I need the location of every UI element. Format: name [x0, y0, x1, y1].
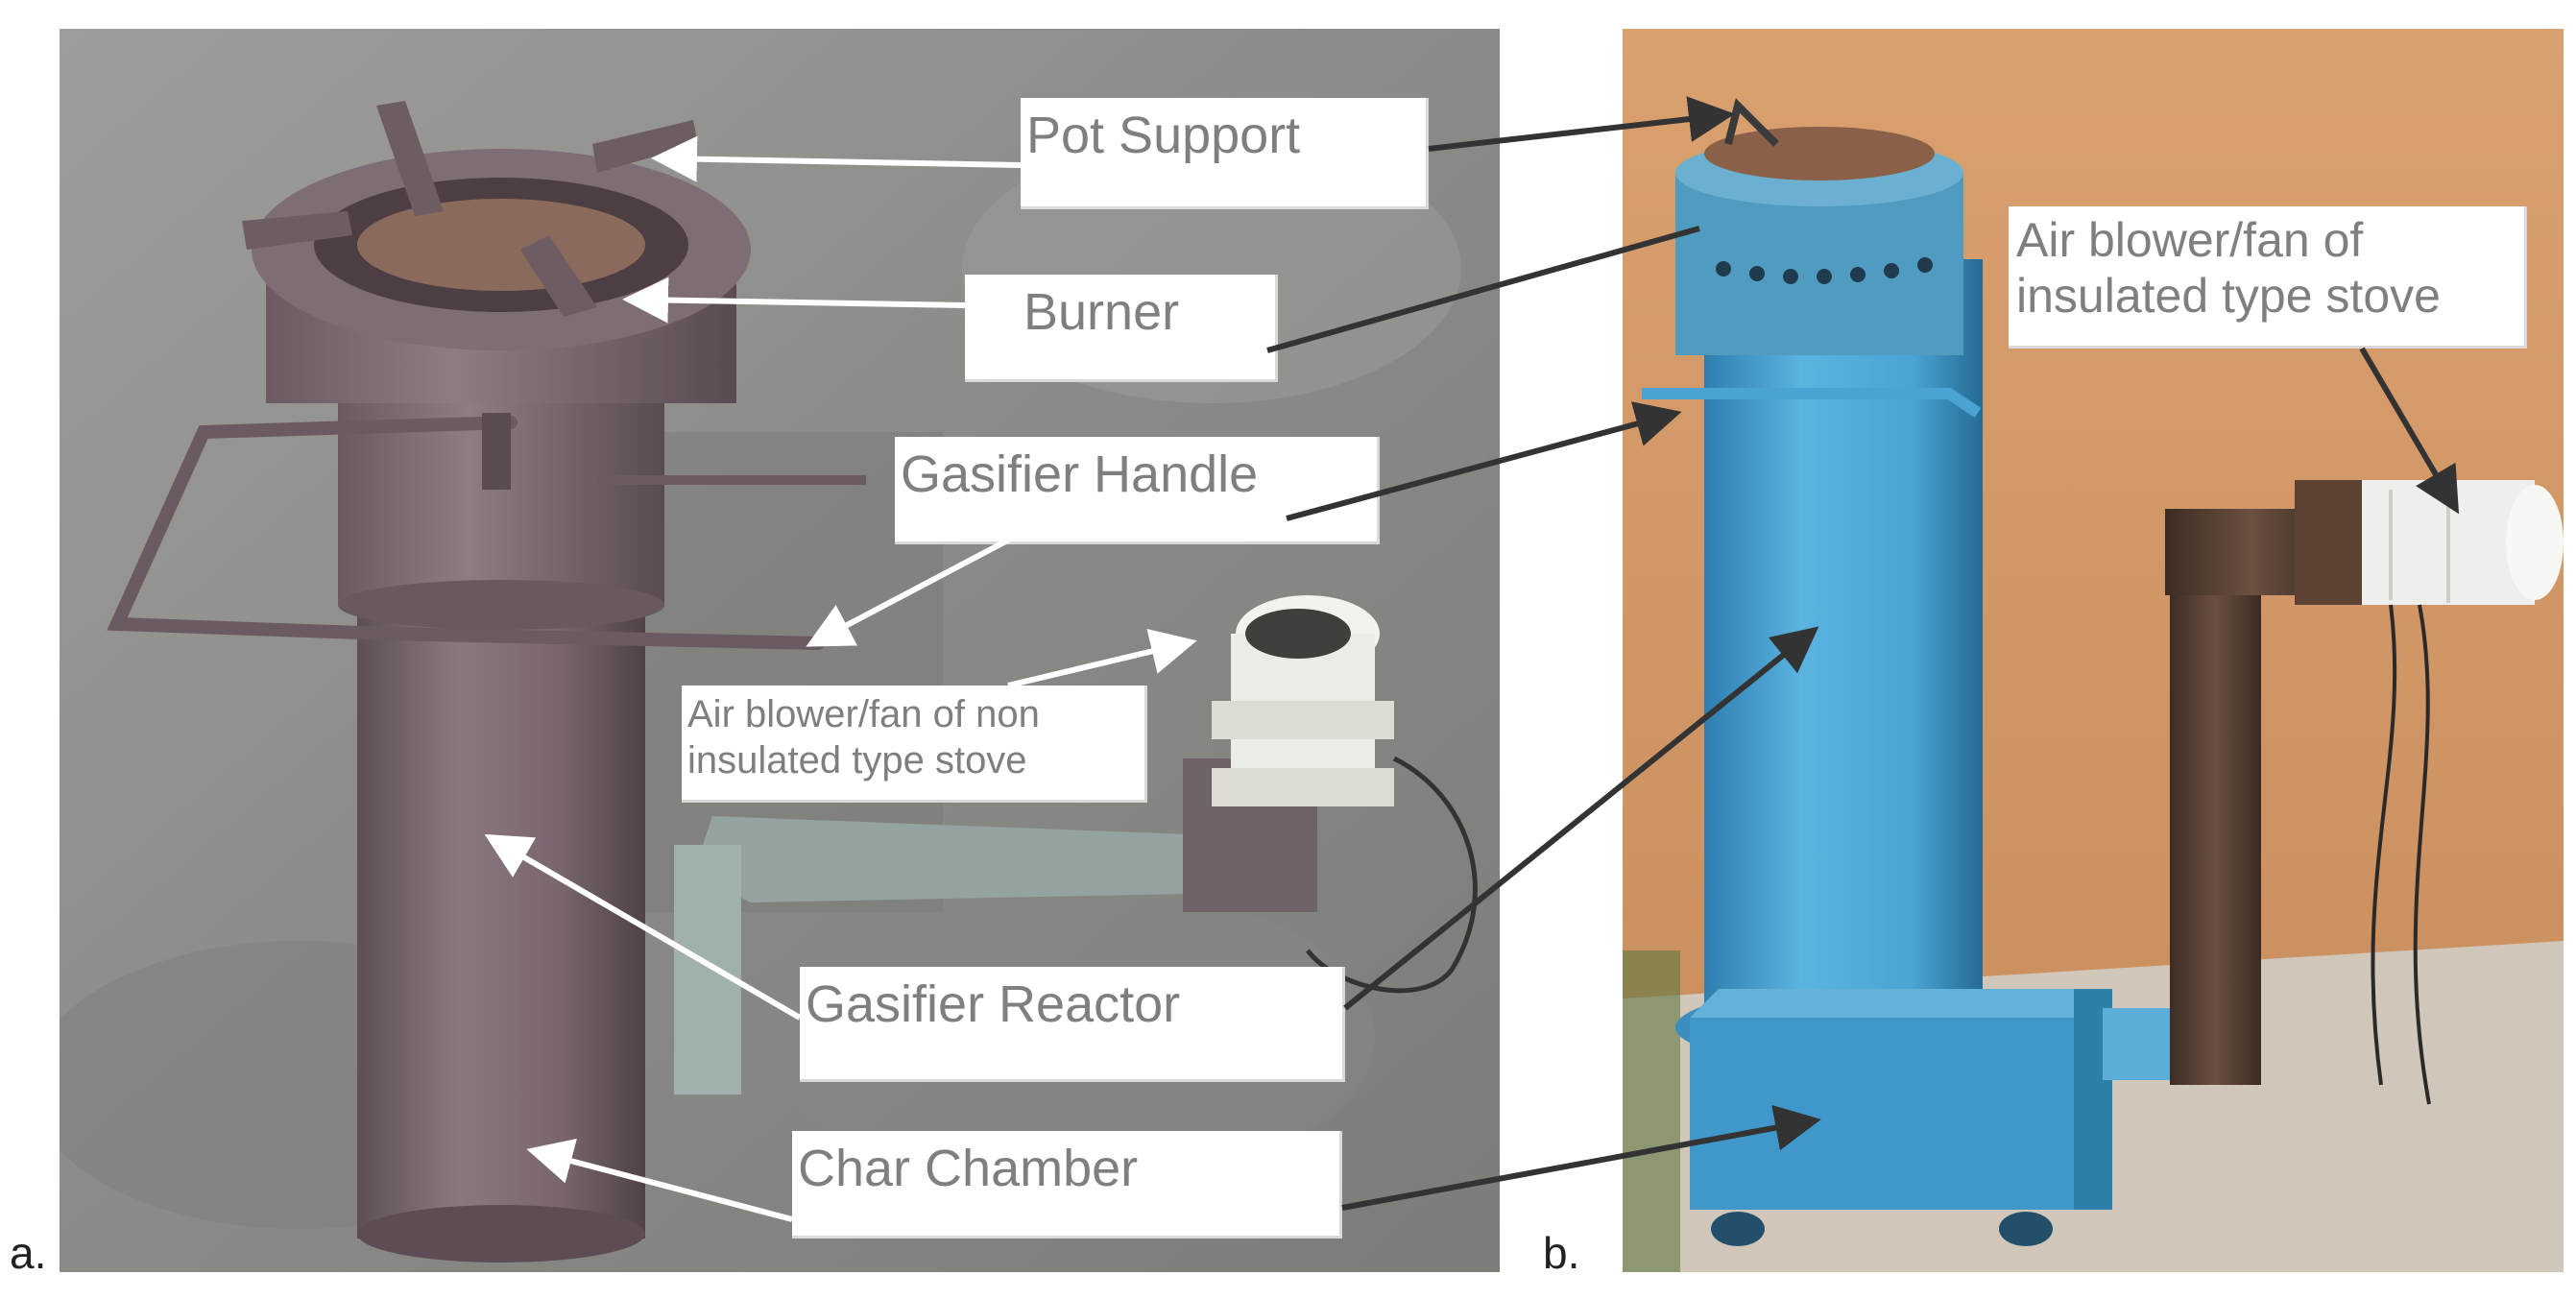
label-pot-support: Pot Support	[1021, 98, 1429, 209]
label-gasifier-handle: Gasifier Handle	[895, 437, 1380, 544]
non-insulated-stove-illustration	[60, 29, 1500, 1272]
label-gasifier-reactor-text: Gasifier Reactor	[806, 975, 1181, 1033]
panel-b-label: b.	[1543, 1228, 1580, 1278]
label-burner-text: Burner	[1023, 283, 1180, 341]
photo-non-insulated-stove	[60, 29, 1500, 1272]
label-air-blower-non-insulated: Air blower/fan of non insulated type sto…	[682, 686, 1147, 803]
label-air-blower-non-insulated-text: Air blower/fan of non insulated type sto…	[687, 693, 1040, 782]
label-gasifier-handle-text: Gasifier Handle	[901, 445, 1259, 503]
label-pot-support-text: Pot Support	[1026, 107, 1301, 164]
label-char-chamber: Char Chamber	[792, 1131, 1342, 1239]
label-air-blower-insulated-text: Air blower/fan of insulated type stove	[2016, 213, 2441, 323]
label-air-blower-insulated: Air blower/fan of insulated type stove	[2009, 206, 2527, 349]
label-gasifier-reactor: Gasifier Reactor	[800, 967, 1345, 1082]
label-char-chamber-text: Char Chamber	[798, 1140, 1139, 1197]
label-burner: Burner	[965, 275, 1278, 382]
panel-a-label: a.	[10, 1228, 47, 1278]
